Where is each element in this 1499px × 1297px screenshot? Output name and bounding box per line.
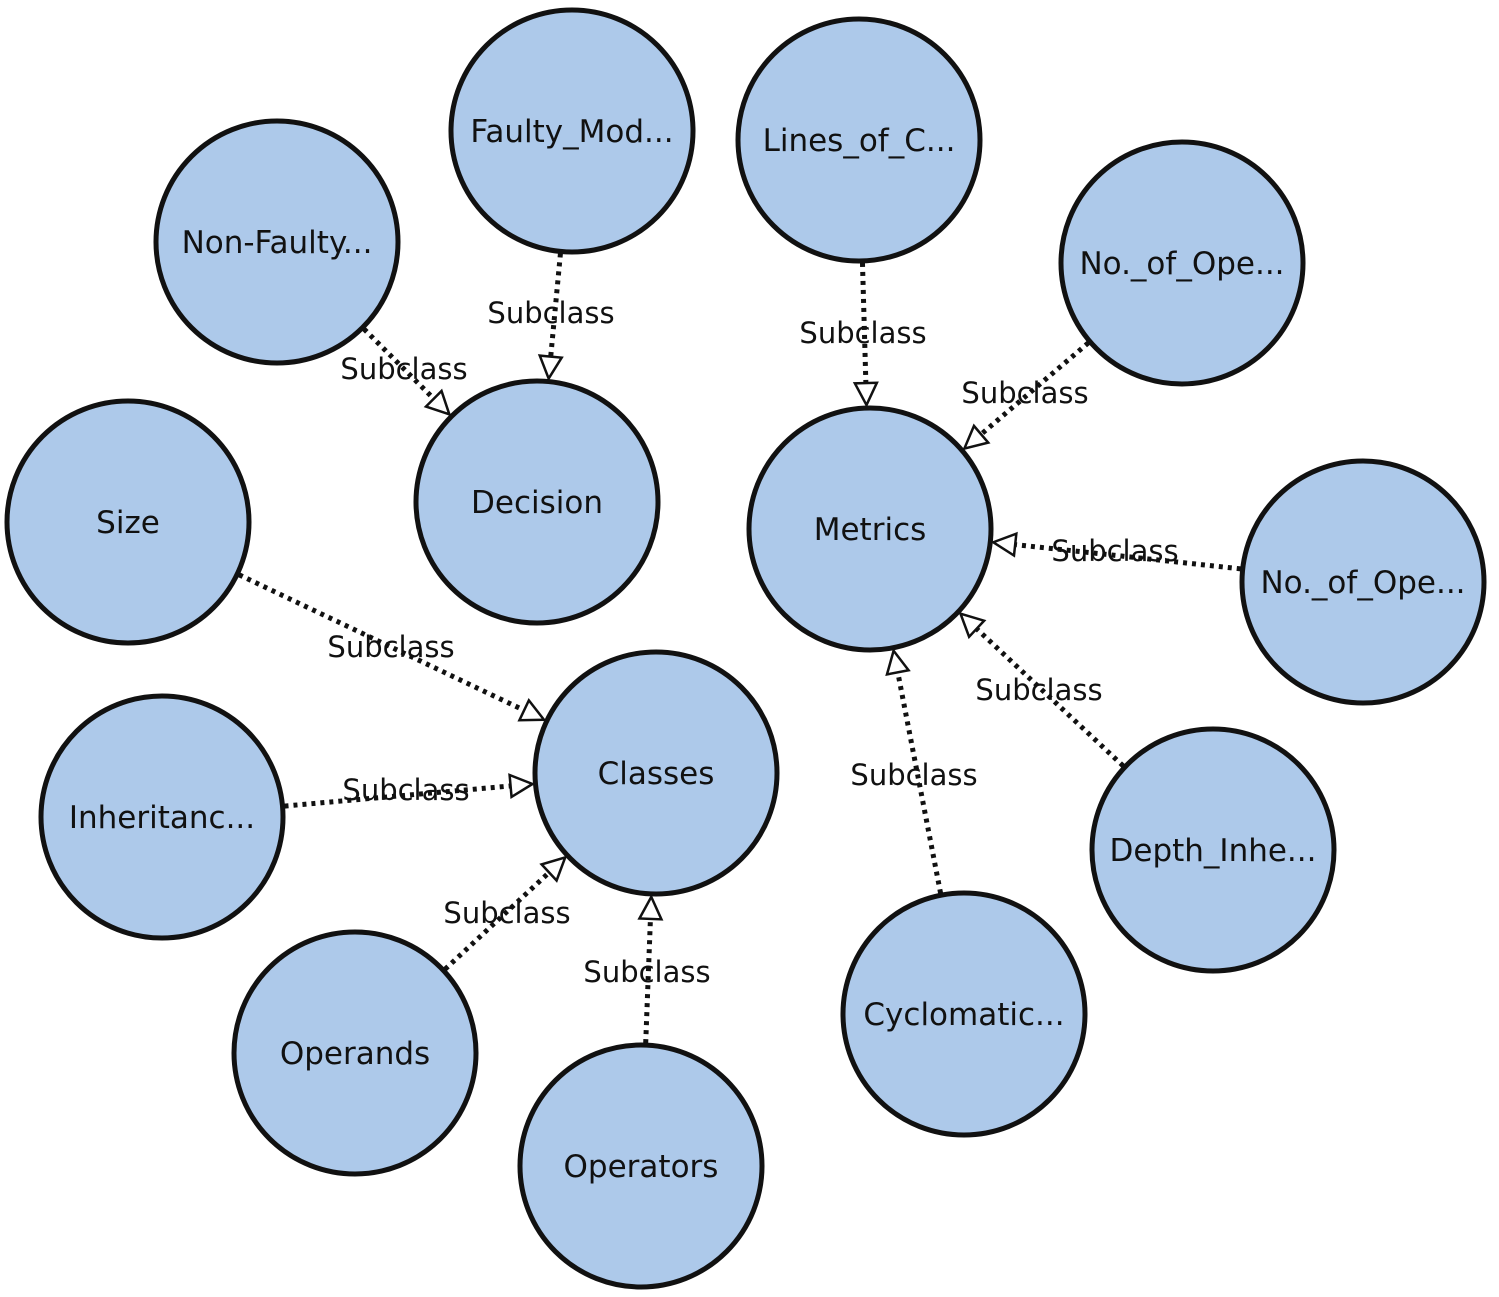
- edge-line: [443, 870, 551, 972]
- class-node-cyclomatic[interactable]: Cyclomatic...: [840, 890, 1088, 1138]
- node-label: No._of_Ope...: [1260, 565, 1465, 601]
- node-circle[interactable]: [413, 378, 661, 626]
- arrowhead-icon: [852, 381, 879, 408]
- edge-line: [895, 671, 944, 894]
- node-label: Cyclomatic...: [863, 997, 1064, 1033]
- arrowhead-icon: [637, 894, 664, 921]
- subclass-edge: [885, 647, 944, 894]
- class-node-no-ope-1[interactable]: No._of_Ope...: [1058, 139, 1306, 387]
- node-circle[interactable]: [1239, 458, 1487, 706]
- edge-line: [284, 783, 511, 809]
- edge-label: Subclass: [487, 296, 614, 330]
- subclass-edge: [443, 855, 568, 972]
- class-node-operators[interactable]: Operators: [517, 1042, 765, 1290]
- edge-line: [979, 340, 1091, 437]
- edge-line: [643, 918, 653, 1044]
- node-label: Lines_of_C...: [763, 123, 956, 159]
- edge-line: [238, 572, 526, 713]
- arrowhead-icon: [508, 773, 536, 800]
- edge-label: Subclass: [327, 630, 454, 664]
- edges-layer: [238, 253, 1241, 1044]
- node-label: Depth_Inhe...: [1110, 833, 1317, 869]
- node-circle[interactable]: [735, 16, 983, 264]
- class-node-decision[interactable]: Decision: [413, 378, 661, 626]
- subclass-edge: [852, 262, 879, 408]
- node-circle[interactable]: [153, 118, 401, 366]
- edge-label: Subclass: [1051, 534, 1178, 568]
- class-node-non-faulty[interactable]: Non-Faulty...: [153, 118, 401, 366]
- edge-line: [859, 262, 869, 384]
- subclass-edge: [362, 327, 452, 417]
- node-label: Size: [96, 505, 160, 541]
- edge-label: Subclass: [799, 316, 926, 350]
- class-node-inheritance[interactable]: Inheritanc...: [38, 693, 286, 941]
- subclass-edge: [990, 531, 1241, 572]
- arrowhead-icon: [517, 698, 547, 722]
- class-node-lines[interactable]: Lines_of_C...: [735, 16, 983, 264]
- node-circle[interactable]: [231, 929, 479, 1177]
- node-circle[interactable]: [1089, 726, 1337, 974]
- class-node-operands[interactable]: Operands: [231, 929, 479, 1177]
- arrowhead-icon: [885, 647, 911, 677]
- edge-label: Subclass: [850, 758, 977, 792]
- subclass-edge: [958, 611, 1125, 768]
- node-circle[interactable]: [746, 405, 994, 653]
- subclass-edge: [537, 253, 564, 382]
- node-circle[interactable]: [517, 1042, 765, 1290]
- class-node-no-ope-2[interactable]: No._of_Ope...: [1239, 458, 1487, 706]
- arrowhead-icon: [962, 423, 991, 451]
- node-label: Metrics: [814, 512, 927, 548]
- edge-label: Subclass: [342, 773, 469, 807]
- node-label: Faulty_Mod...: [470, 114, 673, 150]
- edge-line: [1014, 542, 1241, 572]
- arrowhead-icon: [990, 531, 1018, 558]
- edge-line: [362, 327, 436, 401]
- subclass-edge: [962, 340, 1091, 451]
- subclass-edge: [284, 773, 536, 809]
- arrowhead-icon: [958, 611, 987, 640]
- class-node-depth[interactable]: Depth_Inhe...: [1089, 726, 1337, 974]
- node-circle[interactable]: [4, 398, 252, 646]
- node-label: Non-Faulty...: [182, 225, 373, 261]
- class-node-size[interactable]: Size: [4, 398, 252, 646]
- node-label: No._of_Ope...: [1079, 246, 1284, 282]
- subclass-edge: [238, 572, 547, 722]
- node-label: Inheritanc...: [69, 800, 255, 836]
- arrowhead-icon: [537, 354, 564, 382]
- subclass-edge: [637, 894, 664, 1044]
- edge-label: Subclass: [340, 352, 467, 386]
- node-label: Decision: [471, 485, 603, 521]
- class-node-faulty[interactable]: Faulty_Mod...: [448, 7, 696, 255]
- node-label: Classes: [598, 756, 715, 792]
- node-label: Operands: [280, 1036, 430, 1072]
- node-circle[interactable]: [448, 7, 696, 255]
- node-circle[interactable]: [532, 649, 780, 897]
- edge-line: [974, 626, 1125, 768]
- arrowhead-icon: [423, 388, 452, 417]
- edge-label: Subclass: [975, 673, 1102, 707]
- class-node-classes[interactable]: Classes: [532, 649, 780, 897]
- arrowhead-icon: [539, 855, 568, 883]
- node-circle[interactable]: [1058, 139, 1306, 387]
- node-label: Operators: [564, 1149, 719, 1185]
- class-node-metrics[interactable]: Metrics: [746, 405, 994, 653]
- edge-label: Subclass: [961, 376, 1088, 410]
- edge-label: Subclass: [583, 955, 710, 989]
- node-circle[interactable]: [840, 890, 1088, 1138]
- edge-labels-layer: SubclassSubclassSubclassSubclassSubclass…: [327, 296, 1178, 989]
- nodes-layer: Non-Faulty... Faulty_Mod... Lines_of_C... N…: [4, 7, 1487, 1290]
- node-circle[interactable]: [38, 693, 286, 941]
- edge-label: Subclass: [443, 896, 570, 930]
